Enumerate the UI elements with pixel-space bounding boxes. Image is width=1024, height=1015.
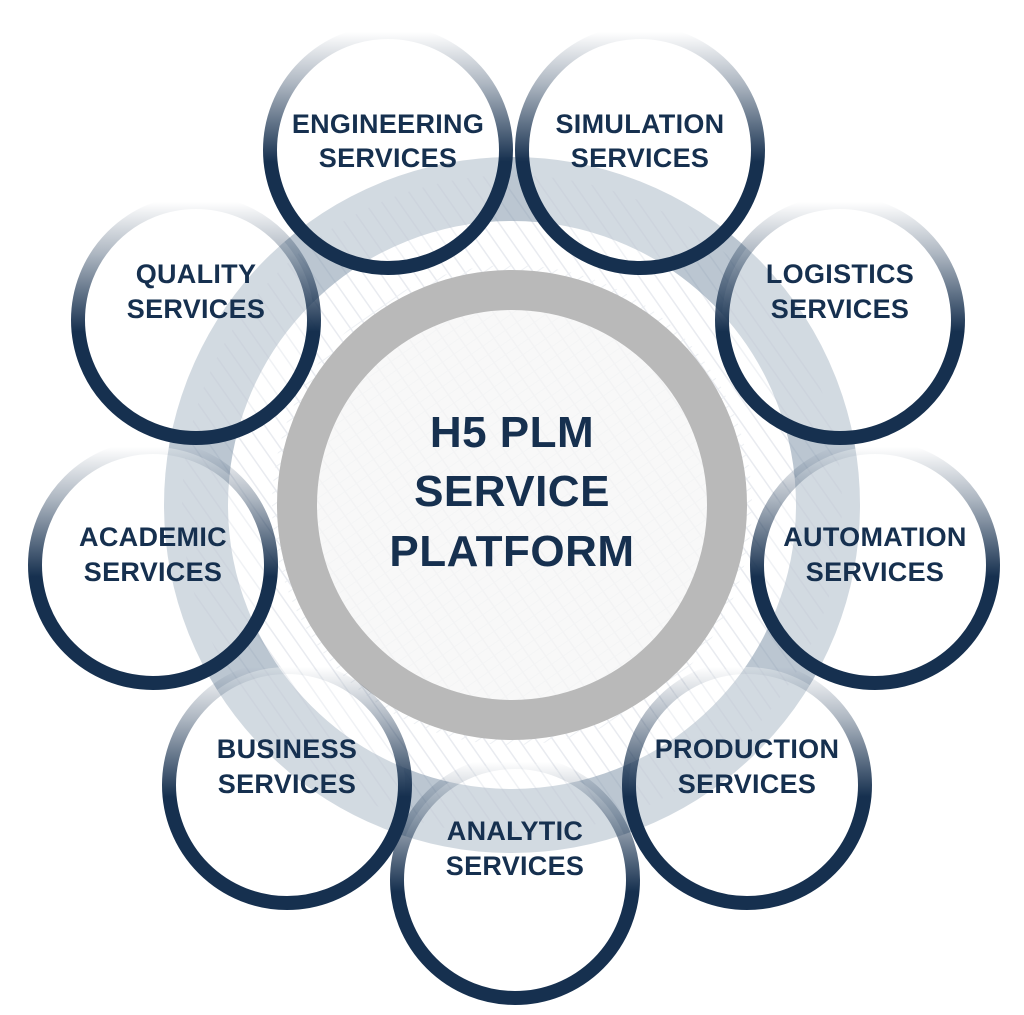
academic-services-node: ACADEMIC SERVICES: [28, 440, 278, 690]
production-services-label-line-1: PRODUCTION: [655, 734, 840, 764]
quality-services-node: QUALITY SERVICES: [71, 195, 321, 445]
business-services-label-line-1: BUSINESS: [217, 734, 357, 764]
logistics-services-node: LOGISTICS SERVICES: [715, 195, 965, 445]
logistics-services-label-line-1: LOGISTICS: [766, 259, 914, 289]
hub-title-line-3: PLATFORM: [389, 527, 634, 576]
quality-services-ring: [71, 195, 321, 445]
engineering-services-label-line-2: SERVICES: [319, 143, 457, 173]
academic-services-ring: [28, 440, 278, 690]
academic-services-label-line-1: ACADEMIC: [79, 522, 227, 552]
business-services-node: BUSINESS SERVICES: [162, 660, 412, 910]
automation-services-label-line-2: SERVICES: [806, 557, 944, 587]
analytic-services-node: ANALYTIC SERVICES: [390, 755, 640, 1005]
hub-title: H5 PLM SERVICE PLATFORM: [389, 408, 634, 576]
analytic-services-label-line-2: SERVICES: [446, 851, 584, 881]
analytic-services-label-line-1: ANALYTIC: [447, 816, 583, 846]
business-services-ring: [162, 660, 412, 910]
quality-services-label-line-2: SERVICES: [127, 294, 265, 324]
simulation-services-node: SIMULATION SERVICES: [515, 25, 765, 275]
logistics-services-label-line-2: SERVICES: [771, 294, 909, 324]
production-services-label-line-2: SERVICES: [678, 769, 816, 799]
production-services-ring: [622, 660, 872, 910]
production-services-node: PRODUCTION SERVICES: [622, 660, 872, 910]
business-services-label-line-2: SERVICES: [218, 769, 356, 799]
automation-services-label-line-1: AUTOMATION: [783, 522, 966, 552]
automation-services-ring: [750, 440, 1000, 690]
outer-ring: [164, 157, 860, 853]
analytic-services-ring: [390, 755, 640, 1005]
simulation-services-ring: [515, 25, 765, 275]
engineering-services-label-line-1: ENGINEERING: [292, 109, 484, 139]
automation-services-node: AUTOMATION SERVICES: [750, 440, 1000, 690]
quality-services-label-line-1: QUALITY: [136, 259, 257, 289]
simulation-services-label-line-2: SERVICES: [571, 143, 709, 173]
hub-title-line-1: H5 PLM: [430, 408, 594, 457]
engineering-services-ring: [263, 25, 513, 275]
logistics-services-ring: [715, 195, 965, 445]
engineering-services-node: ENGINEERING SERVICES: [263, 25, 513, 275]
hub-title-line-2: SERVICE: [414, 467, 610, 516]
academic-services-label-line-2: SERVICES: [84, 557, 222, 587]
simulation-services-label-line-1: SIMULATION: [556, 109, 725, 139]
hub-ring: [277, 270, 747, 740]
hub-disc: [300, 293, 724, 717]
